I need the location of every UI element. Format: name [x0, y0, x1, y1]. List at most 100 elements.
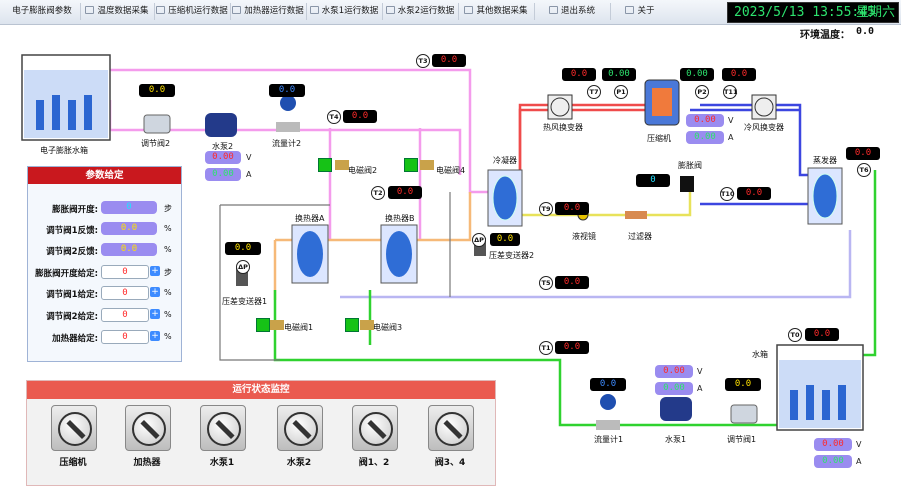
- sensor-tag-t9: T9: [539, 202, 553, 216]
- valve34-status-switch[interactable]: [428, 405, 474, 451]
- param-label: 膨胀阀开度给定:: [35, 267, 98, 279]
- expansion-valve-value: 0: [636, 174, 670, 187]
- status-label: 阀3、4: [420, 455, 480, 468]
- volt-unit: V: [856, 440, 861, 449]
- switch-knob-icon: [284, 412, 318, 446]
- pump1-current: 0.00: [655, 382, 693, 395]
- expansion-valve-label: 膨胀阀: [678, 160, 702, 171]
- amp-unit: A: [728, 133, 733, 142]
- sight-glass-label: 液视镜: [572, 231, 596, 242]
- pump2-current: 0.00: [205, 168, 241, 181]
- compressor-voltage: 0.00: [686, 114, 724, 127]
- param-unit: %: [164, 310, 172, 319]
- solenoid2-label: 电磁阀2: [348, 165, 377, 176]
- diff-transmitter2-value: 0.0: [490, 233, 520, 246]
- status-label: 加热器: [117, 455, 177, 468]
- plus-button[interactable]: +: [150, 287, 160, 297]
- regulator2-value: 0.0: [139, 84, 175, 97]
- sensor-tag-t2: T2: [371, 186, 385, 200]
- sensor-tag-t11: T11: [723, 85, 737, 99]
- heater-status-switch[interactable]: [125, 405, 171, 451]
- param-panel-title: 参数给定: [28, 167, 181, 184]
- param-unit: %: [164, 288, 172, 297]
- param-unit: %: [164, 224, 172, 233]
- flowmeter1-value: 0.0: [590, 378, 626, 391]
- sensor-tag-t10: T10: [720, 187, 734, 201]
- expansion-opening-feedback: 0: [101, 201, 157, 214]
- solenoid4-indicator[interactable]: [404, 158, 418, 172]
- hex-b-label: 换热器B: [385, 213, 415, 224]
- volt-unit: V: [728, 116, 733, 125]
- pressure-p1-value: 0.00: [602, 68, 636, 81]
- amp-unit: A: [246, 170, 251, 179]
- electronic-tank-label: 电子膨胀水箱: [40, 145, 88, 156]
- regulator1-value: 0.0: [725, 378, 761, 391]
- sensor-tag-p1: P1: [614, 85, 628, 99]
- diff-transmitter1-value: 0.0: [225, 242, 261, 255]
- water-tank-label: 水箱: [752, 349, 768, 360]
- sensor-t10-value: 0.0: [737, 187, 771, 200]
- sensor-tag-t6: T6: [857, 163, 871, 177]
- sensor-t7-value: 0.0: [562, 68, 596, 81]
- status-panel: 运行状态监控 压缩机 加热器 水泵1 水泵2 阀1、2 阀3、4: [26, 380, 496, 486]
- status-label: 水泵2: [269, 455, 329, 468]
- sensor-t3-value: 0.0: [432, 54, 466, 67]
- param-label: 调节阀1反馈:: [46, 224, 98, 236]
- sensor-t4-value: 0.0: [343, 110, 377, 123]
- volt-unit: V: [697, 367, 702, 376]
- sensor-tag-p2: P2: [695, 85, 709, 99]
- pump2-status-switch[interactable]: [277, 405, 323, 451]
- solenoid1-indicator[interactable]: [256, 318, 270, 332]
- switch-knob-icon: [58, 412, 92, 446]
- compressor-label: 压缩机: [647, 133, 671, 144]
- plus-button[interactable]: +: [150, 309, 160, 319]
- regulator2-setpoint-input[interactable]: 0: [101, 308, 149, 322]
- param-label: 膨胀阀开度:: [52, 203, 98, 215]
- regulator1-label: 调节阀1: [727, 434, 756, 445]
- solenoid3-label: 电磁阀3: [373, 322, 402, 333]
- flowmeter2-label: 流量计2: [272, 138, 301, 149]
- solenoid3-indicator[interactable]: [345, 318, 359, 332]
- switch-knob-icon: [359, 412, 393, 446]
- param-unit: 步: [164, 203, 172, 214]
- solenoid1-label: 电磁阀1: [284, 322, 313, 333]
- sensor-t9-value: 0.0: [555, 202, 589, 215]
- param-panel: 参数给定 膨胀阀开度: 0 步 调节阀1反馈: 0.0 % 调节阀2反馈: 0.…: [27, 166, 182, 362]
- plus-button[interactable]: +: [150, 331, 160, 341]
- diff-transmitter1-label: 压差变送器1: [222, 296, 267, 307]
- sensor-t11-value: 0.0: [722, 68, 756, 81]
- compressor-current: 0.00: [686, 131, 724, 144]
- sensor-tag-t4: T4: [327, 110, 341, 124]
- pump2-voltage: 0.00: [205, 151, 241, 164]
- sensor-tag-t0: T0: [788, 328, 802, 342]
- regulator1-setpoint-input[interactable]: 0: [101, 286, 149, 300]
- regulator1-feedback: 0.0: [101, 222, 157, 235]
- status-label: 压缩机: [43, 455, 103, 468]
- hex-a-label: 换热器A: [295, 213, 324, 224]
- sensor-t2-value: 0.0: [388, 186, 422, 199]
- amp-unit: A: [697, 384, 702, 393]
- plus-button[interactable]: +: [150, 266, 160, 276]
- solenoid2-indicator[interactable]: [318, 158, 332, 172]
- param-label: 调节阀2给定:: [46, 310, 98, 322]
- sensor-t6-value: 0.0: [846, 147, 880, 160]
- pump1-voltage: 0.00: [655, 365, 693, 378]
- expansion-opening-setpoint-input[interactable]: 0: [101, 265, 149, 279]
- param-unit: %: [164, 332, 172, 341]
- sensor-tag-dp: ΔP: [236, 260, 250, 274]
- status-label: 阀1、2: [344, 455, 404, 468]
- switch-knob-icon: [435, 412, 469, 446]
- heater-setpoint-input[interactable]: 0: [101, 330, 149, 344]
- param-label: 调节阀1给定:: [46, 288, 98, 300]
- sensor-t1-value: 0.0: [555, 341, 589, 354]
- water-tank-current: 0.00: [814, 455, 852, 468]
- compressor-status-switch[interactable]: [51, 405, 97, 451]
- param-label: 调节阀2反馈:: [46, 245, 98, 257]
- pressure-p2-value: 0.00: [680, 68, 714, 81]
- sensor-t0-value: 0.0: [805, 328, 839, 341]
- pump1-status-switch[interactable]: [200, 405, 246, 451]
- flowmeter2-value: 0.0: [269, 84, 305, 97]
- amp-unit: A: [856, 457, 861, 466]
- valve12-status-switch[interactable]: [352, 405, 398, 451]
- flowmeter1-label: 流量计1: [594, 434, 623, 445]
